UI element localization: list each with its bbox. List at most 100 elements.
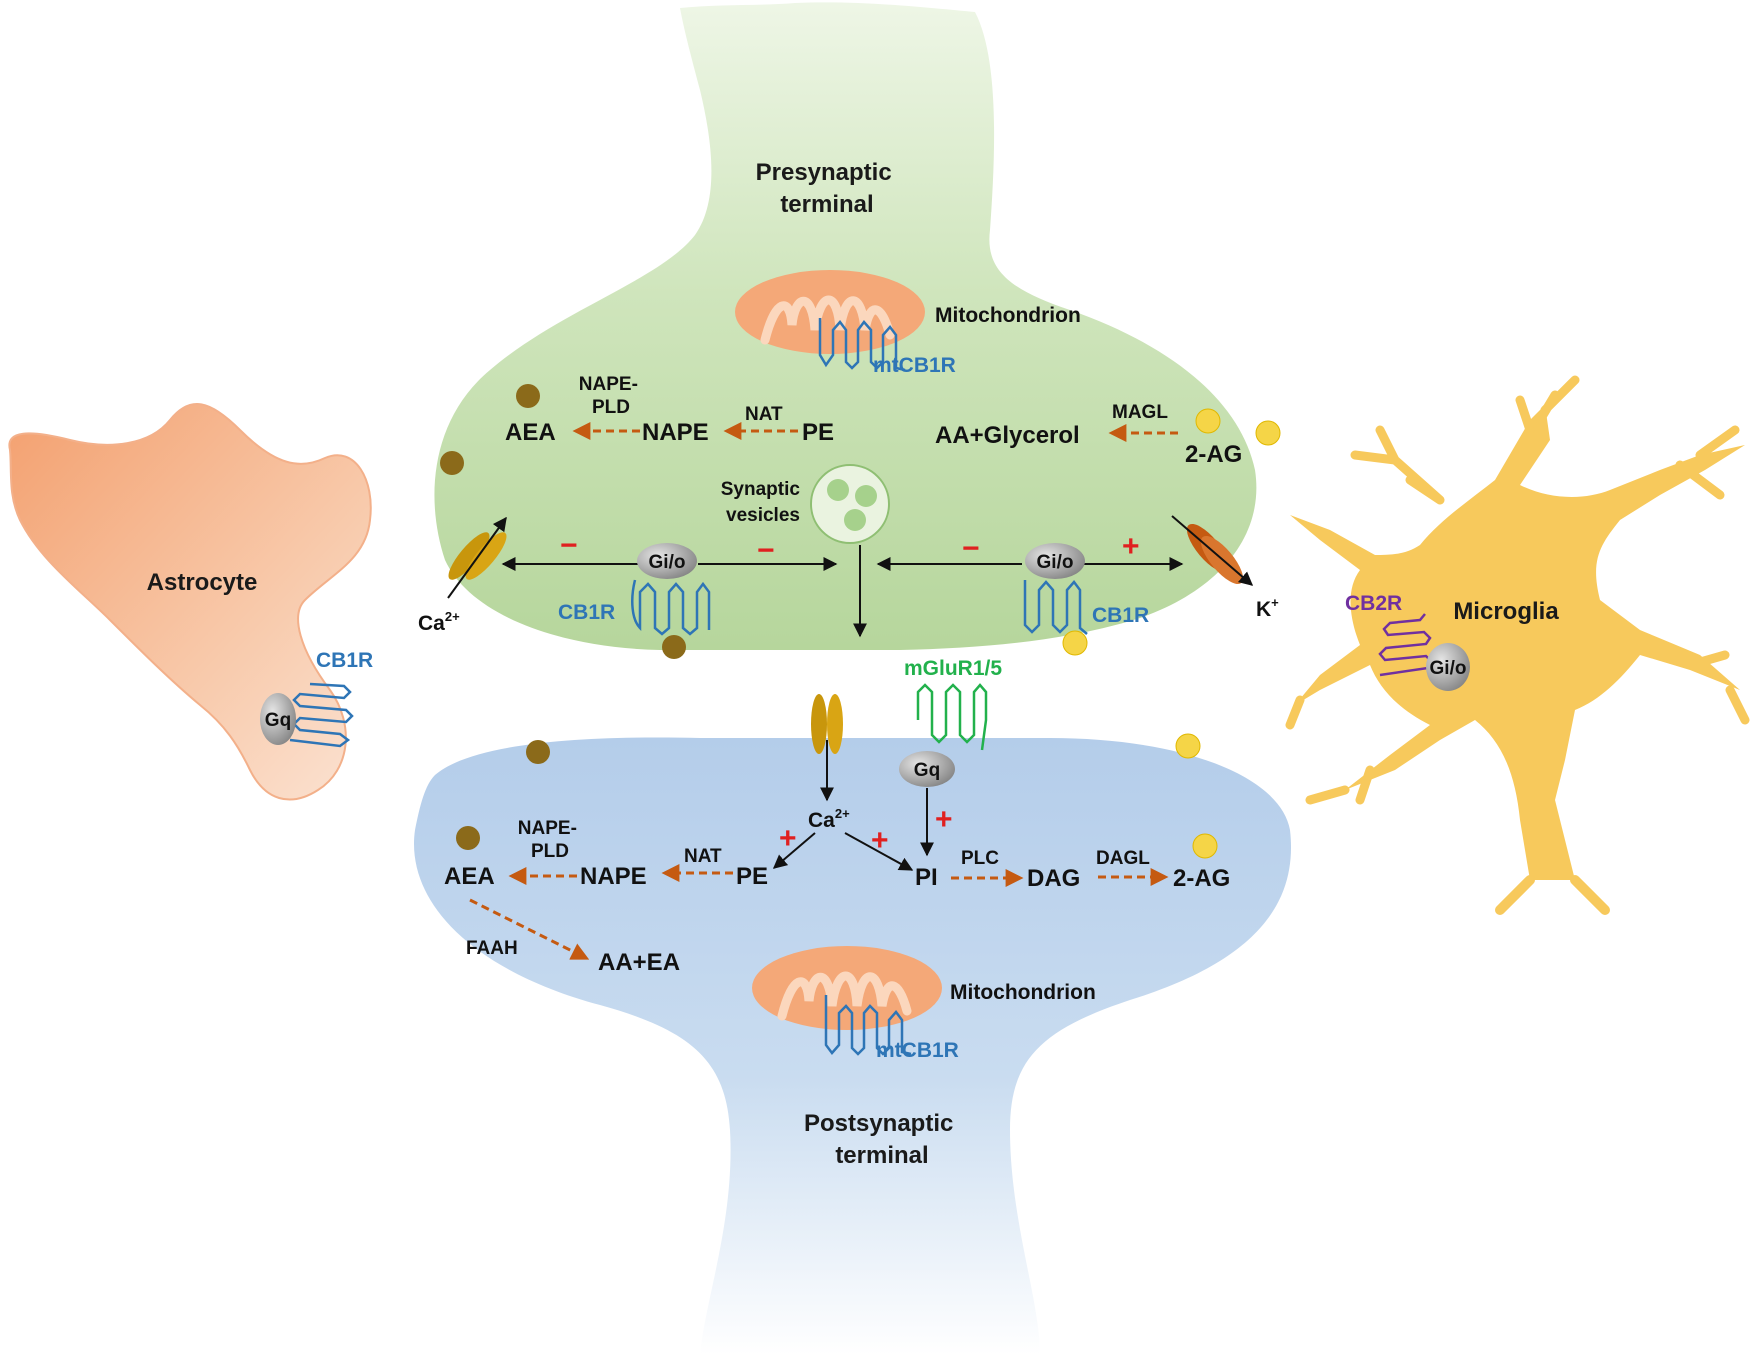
post-pe-label: PE [736,863,768,890]
post-gq-icon [899,751,955,787]
postsynaptic-mitochondrion-label: Mitochondrion [950,981,1096,1004]
gio-left-label: Gi/o [649,552,686,573]
post-nat-label: NAT [684,846,722,867]
presynaptic-mtcb1r-label: mtCB1R [873,354,956,377]
post-2ag-label: 2-AG [1173,865,1230,892]
post-nape-pld-line1: NAPE- [518,818,577,839]
dagl-label: DAGL [1096,848,1150,869]
mglur-receptor-icon [916,683,988,751]
presynaptic-ca-channel-icon [448,532,507,580]
post-aea-label: AEA [444,863,495,890]
microglia-gio-icon [1426,643,1470,691]
pre-magl-label: MAGL [1112,402,1168,423]
microglia-gio-label: Gi/o [1430,658,1467,679]
pre-aa-glycerol-label: AA+Glycerol [935,422,1080,449]
post-2ag-dot-icon [1192,833,1218,859]
synaptic-vesicles-icon [810,464,890,544]
synaptic-vesicles-line1: Synaptic [721,479,801,500]
faah-label: FAAH [466,938,518,959]
astrocyte-gq-label: Gq [265,710,291,731]
microglia-body [1290,405,1745,880]
presynaptic-mtcb1r-icon [818,318,906,372]
pre-pe-label: PE [802,419,834,446]
astrocyte-cb1r-label: CB1R [316,649,373,672]
2ag-dot-icon [1195,408,1221,434]
ca-to-pi-plus: + [871,824,889,857]
aa-ea-label: AA+EA [598,949,680,976]
k-ion-label: K+ [1256,595,1279,621]
2ag-dot-icon-cb1r [1062,630,1088,656]
pre-aea-label: AEA [505,419,556,446]
gq-to-pi-plus: + [935,803,953,836]
cb1r-left-label: CB1R [558,601,615,624]
presynaptic-title-line2: terminal [780,191,873,218]
pre-nape-pld-line2: PLD [592,397,630,418]
synaptic-vesicles-label: Synaptic vesicles [721,479,805,526]
pre-nape-pld-label: NAPE- PLD [579,374,643,418]
gio-left-vesicle-minus: − [757,534,775,567]
presynaptic-mitochondrion-label: Mitochondrion [935,304,1081,327]
aea-dot-icon [516,384,540,408]
postsynaptic-mtcb1r-icon [824,995,912,1056]
ca-influx-arrow [447,516,507,599]
microglia-process-right [1675,425,1750,725]
ca-to-pe-plus: + [779,822,797,855]
astrocyte-gq-icon [260,693,296,745]
microglia-process-top [1515,375,1580,435]
post-pi-label: PI [915,864,938,891]
astrocyte-cb1r-receptor-icon [289,682,354,748]
postsynaptic-title-line1: Postsynaptic [804,1110,953,1137]
post-aea-dot-icon-membrane [526,740,550,764]
cb1r-right-receptor-icon [1023,580,1088,635]
plc-label: PLC [961,848,999,869]
post-2ag-dot-icon-membrane [1175,733,1201,759]
postsynaptic-mtcb1r-label: mtCB1R [876,1039,959,1062]
cb1r-left-receptor-icon [631,579,711,636]
pre-ca-charge: 2+ [445,609,460,624]
astrocyte-body [8,403,372,801]
post-dag-label: DAG [1027,865,1080,892]
aea-dot-icon-cb1r [662,635,686,659]
microglia-cb2r-label: CB2R [1345,592,1402,615]
aea-to-aa-ea-arrow [469,898,590,960]
synaptic-vesicles-line2: vesicles [726,505,800,526]
postsynaptic-ca-channel-icon [811,694,843,754]
presynaptic-title-line1: Presynaptic [756,159,892,186]
cb1r-right-label: CB1R [1092,604,1149,627]
post-ca-ion-label: Ca2+ [808,806,850,832]
post-nape-pld-label: NAPE- PLD [518,818,582,862]
postsynaptic-title: Postsynaptic terminal [804,1110,960,1169]
astrocyte-title: Astrocyte [147,569,258,596]
gio-right-vesicle-minus: − [962,532,980,565]
2ag-dot-icon-right [1255,420,1281,446]
microglia-process-top-left [1350,425,1445,505]
ca-to-pi-arrow [844,832,914,871]
mglur-label: mGluR1/5 [904,657,1002,680]
ca-to-pe-arrow [772,832,816,869]
gio-right-k-plus: + [1122,530,1140,563]
post-nape-pld-line2: PLD [531,841,569,862]
pre-2ag-label: 2-AG [1185,441,1242,468]
post-nape-label: NAPE [580,863,647,890]
gio-right-label: Gi/o [1037,552,1074,573]
presynaptic-mitochondrion-icon [735,270,925,354]
post-aea-dot-icon [456,826,480,850]
gio-left-icon [637,543,697,579]
presynaptic-title: Presynaptic terminal [756,159,899,218]
k-charge: + [1271,595,1279,610]
k-efflux-arrow [1171,515,1254,586]
microglia-title: Microglia [1453,598,1559,625]
pre-ca-ion-label: Ca2+ [418,609,460,635]
postsynaptic-title-line2: terminal [835,1142,928,1169]
microglia-process-bottom [1495,875,1610,915]
post-gq-label: Gq [914,760,940,781]
pre-nape-label: NAPE [642,419,709,446]
gio-left-ca-minus: − [560,529,578,562]
aea-dot-icon-left [440,451,464,475]
microglia-process-left [1285,695,1375,805]
pre-nat-label: NAT [745,404,783,425]
pre-nape-pld-line1: NAPE- [579,374,638,395]
postsynaptic-mitochondrion-icon [752,946,942,1030]
post-ca-charge: 2+ [835,806,850,821]
